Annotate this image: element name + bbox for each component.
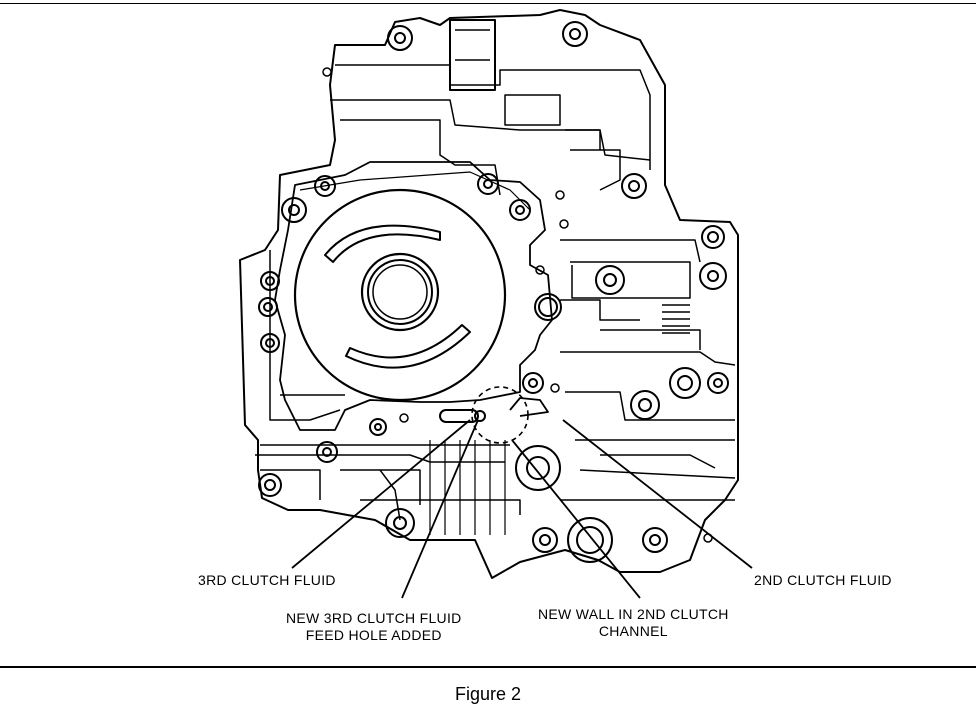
new-feed-hole [474, 410, 486, 422]
label-2nd-clutch-fluid: 2ND CLUTCH FLUID [754, 572, 892, 588]
label-new-wall: NEW WALL IN 2ND CLUTCH CHANNEL [538, 606, 729, 640]
detail-highlight-circle [471, 386, 529, 444]
label-3rd-clutch-fluid: 3RD CLUTCH FLUID [198, 572, 336, 588]
label-new-feed-hole-line1: NEW 3RD CLUTCH FLUID [286, 610, 462, 626]
label-new-wall-line2: CHANNEL [598, 623, 668, 639]
leader-lines [291, 419, 753, 599]
valve-body-outline [239, 9, 739, 579]
center-bore [360, 252, 440, 332]
top-border [0, 3, 976, 4]
label-new-wall-line1: NEW WALL IN 2ND CLUTCH [538, 606, 729, 622]
pump-gear-circle [293, 188, 507, 402]
bolt-holes [258, 21, 729, 563]
figure-caption: Figure 2 [454, 684, 522, 704]
label-new-feed-hole: NEW 3RD CLUTCH FLUID FEED HOLE ADDED [286, 610, 462, 644]
label-new-feed-hole-line2: FEED HOLE ADDED [305, 627, 442, 643]
bottom-border [0, 666, 976, 668]
